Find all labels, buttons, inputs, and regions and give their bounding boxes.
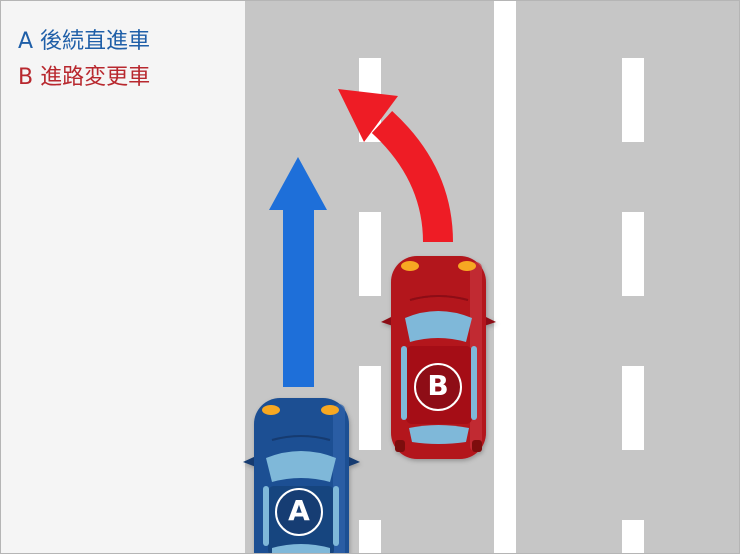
car-a [243, 398, 360, 554]
legend: A 後続直進車 B 進路変更車 [18, 24, 150, 96]
dashed-lane-line-right [622, 58, 644, 554]
legend-item-a: A 後続直進車 [18, 29, 151, 54]
road-shoulder [0, 0, 245, 554]
solid-lane-line [494, 0, 516, 554]
straight-arrow [269, 157, 327, 387]
car-a-badge-letter: A [288, 494, 310, 527]
car-b-badge-letter: B [427, 369, 449, 402]
car-b [381, 256, 496, 459]
car-a-badge [275, 488, 323, 536]
legend-item-b: B 進路変更車 [18, 65, 151, 90]
lane-change-arrow [338, 89, 453, 243]
car-b-badge [414, 363, 462, 411]
